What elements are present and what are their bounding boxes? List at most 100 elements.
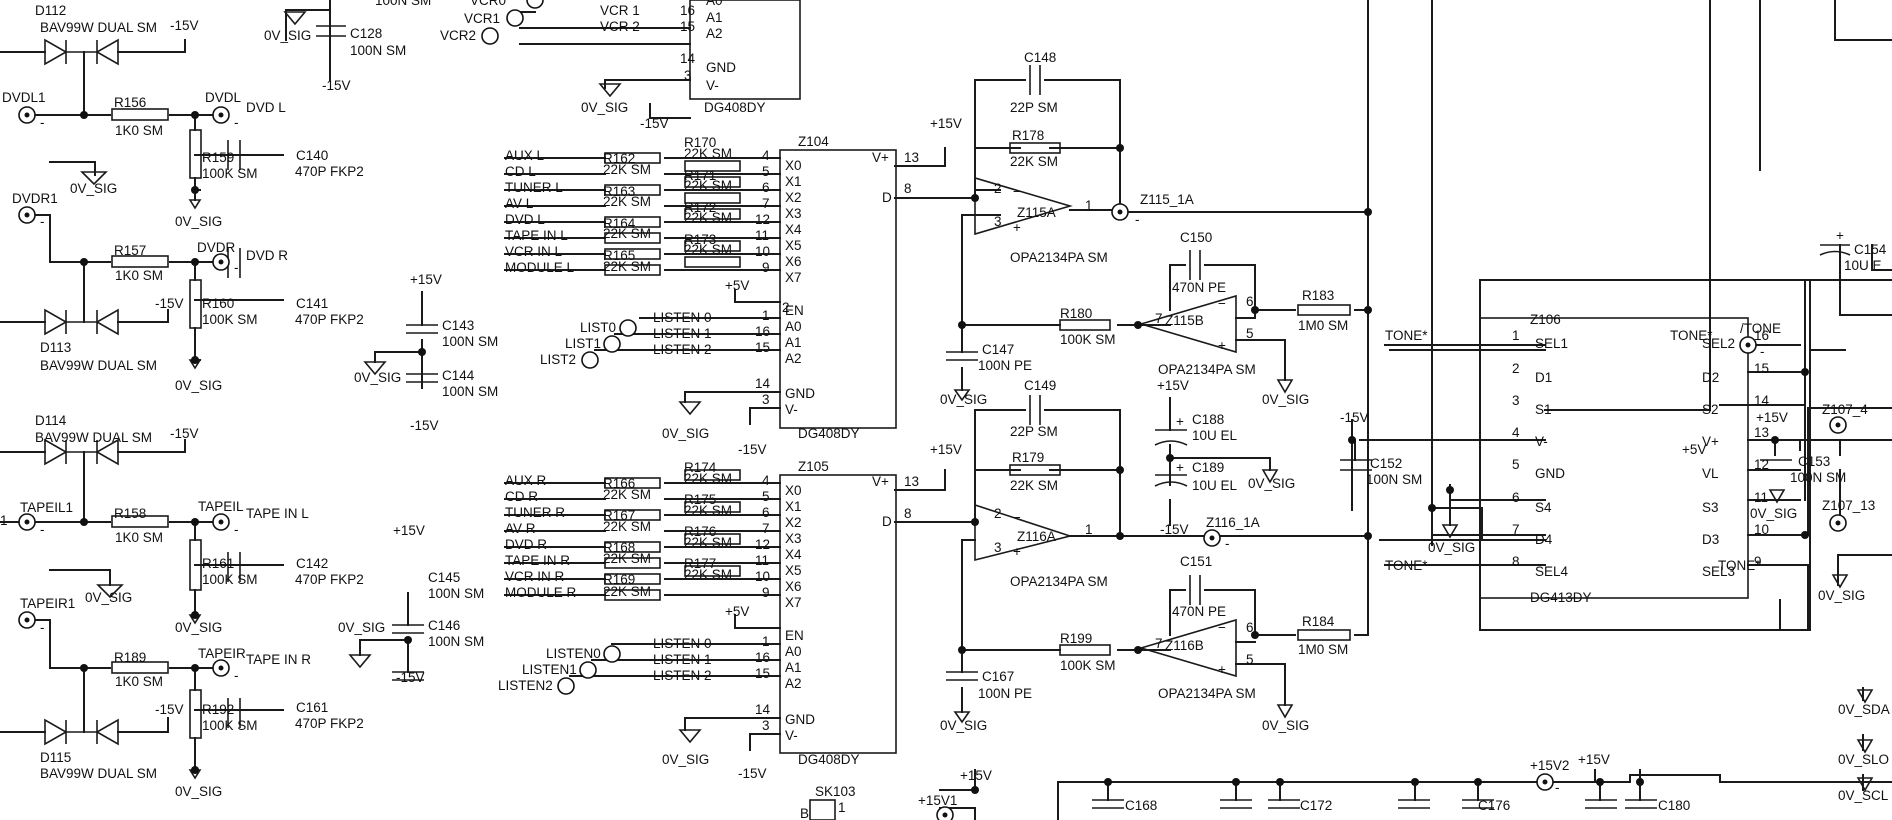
- label-sk103-b: B: [800, 806, 809, 820]
- label-z116a-plus: +: [1013, 544, 1021, 559]
- label-z104-plus15: +15V: [930, 116, 962, 131]
- label-minus15-c144: -15V: [410, 418, 439, 433]
- label-z115b-plus: +: [1218, 338, 1226, 353]
- label-z104-x3: X3: [785, 206, 802, 221]
- label-r161: R161: [202, 556, 234, 571]
- label-z104-x0: X0: [785, 158, 802, 173]
- label-r179: R179: [1012, 450, 1044, 465]
- label-tape-in-r2: TAPE IN R: [505, 553, 570, 568]
- label-tone-star-2: TONE*: [1385, 558, 1428, 573]
- label-z116b-vsig: 0V_SIG: [1262, 718, 1309, 733]
- label-z106-p4: 4: [1512, 425, 1520, 440]
- label-z106-sel2: SEL2: [1702, 336, 1735, 351]
- label-tapeir: TAPEIR: [198, 646, 246, 661]
- label-vsig-z106: 0V_SIG: [1428, 540, 1475, 555]
- label-z104-p15: 15: [755, 340, 770, 355]
- label-z104-p10: 10: [755, 244, 770, 259]
- label-c161-val: 470P FKP2: [295, 716, 364, 731]
- label-c189: C189: [1192, 460, 1224, 475]
- label-c154-plus: +: [1836, 228, 1844, 243]
- label-r176: R176: [684, 524, 716, 539]
- label-c128-val: 100N SM: [350, 43, 406, 58]
- label-scl: 0V_SCL: [1838, 788, 1889, 803]
- label-z106: Z106: [1530, 312, 1561, 327]
- label-gnd-vcr: GND: [706, 60, 736, 75]
- label-z116b: Z116B: [1165, 638, 1204, 653]
- label-r166: R166: [603, 476, 635, 491]
- label-z106-p9: 9: [1754, 554, 1762, 569]
- label-z106-sel4: SEL4: [1535, 564, 1569, 579]
- label-z106-d2: D2: [1702, 370, 1719, 385]
- label-c188-plus: +: [1176, 414, 1184, 429]
- label-z105-x7: X7: [785, 595, 802, 610]
- label-dvd-r: DVD R: [246, 248, 288, 263]
- label-listen-0-r: LISTEN 0: [653, 636, 712, 651]
- label-plus15-c143: +15V: [410, 272, 442, 287]
- label-port-dash-9: -: [1135, 212, 1140, 227]
- label-plus15-bottom2: +15V: [1578, 752, 1610, 767]
- label-z116a-p1: 1: [1085, 522, 1093, 537]
- label-z116-1a: Z116_1A: [1206, 515, 1260, 530]
- label-a0-vcr: A0: [706, 0, 723, 8]
- label-listen-1-l: LISTEN 1: [653, 326, 712, 341]
- label-r179-val: 22K SM: [1010, 478, 1058, 493]
- label-minus15-vcr: -15V: [640, 116, 669, 131]
- label-z105-a1: A1: [785, 660, 802, 675]
- label-c147: C147: [982, 342, 1014, 357]
- label-dvdr: DVDR: [197, 240, 236, 255]
- label-z106-vm: V-: [1535, 434, 1548, 449]
- label-listen-1-r: LISTEN 1: [653, 652, 712, 667]
- label-tone-star-1: TONE*: [1385, 328, 1428, 343]
- label-z116b-opa: OPA2134PA SM: [1158, 686, 1256, 701]
- label-z115b-opa: OPA2134PA SM: [1158, 362, 1256, 377]
- label-dvdl: DVDL: [205, 90, 242, 105]
- label-c161: C161: [296, 700, 328, 715]
- label-vcr2: VCR2: [440, 28, 476, 43]
- label-z107-13: Z107_13: [1822, 498, 1875, 513]
- label-r159: R159: [202, 150, 234, 165]
- label-vsig-5: 0V_SIG: [175, 620, 222, 635]
- label-z104-x2: X2: [785, 190, 802, 205]
- label-c151-val: 470N PE: [1172, 604, 1226, 619]
- label-z106-p3: 3: [1512, 393, 1520, 408]
- label-c176: C176: [1478, 798, 1510, 813]
- label-r180: R180: [1060, 306, 1092, 321]
- label-r166-val: 22K SM: [603, 487, 651, 502]
- label-port-dash-7: -: [40, 620, 45, 635]
- label-tapeil: TAPEIL: [198, 499, 244, 514]
- label-vsig-3: 0V_SIG: [175, 378, 222, 393]
- label-r177: R177: [684, 556, 716, 571]
- label-c153: C153: [1798, 454, 1830, 469]
- label-z104-p7: 7: [762, 196, 770, 211]
- label-port-dash-11: -: [1760, 344, 1765, 359]
- label-z116b-minus: −: [1218, 620, 1226, 635]
- label-minus15-4: -15V: [155, 702, 184, 717]
- label-c128: C128: [350, 26, 382, 41]
- label-bav-1: BAV99W DUAL SM: [40, 20, 157, 35]
- label-z105-dg408: DG408DY: [798, 752, 860, 767]
- label-r162: R162: [603, 151, 635, 166]
- label-z106-p6: 6: [1512, 490, 1520, 505]
- label-c167-val: 100N PE: [978, 686, 1032, 701]
- label-list1: LIST1: [565, 336, 601, 351]
- label-r168: R168: [603, 540, 635, 555]
- label-r176-val: 22K SM: [684, 535, 732, 550]
- label-z115a-opa: OPA2134PA SM: [1010, 250, 1108, 265]
- label-bav-3: BAV99W DUAL SM: [35, 430, 152, 445]
- label-z104-p14: 14: [755, 376, 771, 391]
- label-z106-d4: D4: [1535, 532, 1553, 547]
- label-r174-val: 22K SM: [684, 471, 732, 486]
- label-c189-plus: +: [1176, 460, 1184, 475]
- label-plus5-z106: +5V: [1682, 442, 1706, 457]
- label-c180: C180: [1658, 798, 1690, 813]
- label-r163: R163: [603, 184, 635, 199]
- label-z106-vl: VL: [1702, 466, 1719, 481]
- label-r167-val: 22K SM: [603, 519, 651, 534]
- label-z104-d: D: [882, 190, 892, 205]
- label-r159-val: 100K SM: [202, 166, 258, 181]
- label-z104-a2: A2: [785, 351, 802, 366]
- label-c148-val: 22P SM: [1010, 100, 1058, 115]
- label-z105-p14: 14: [755, 702, 771, 717]
- label-r164: R164: [603, 216, 636, 231]
